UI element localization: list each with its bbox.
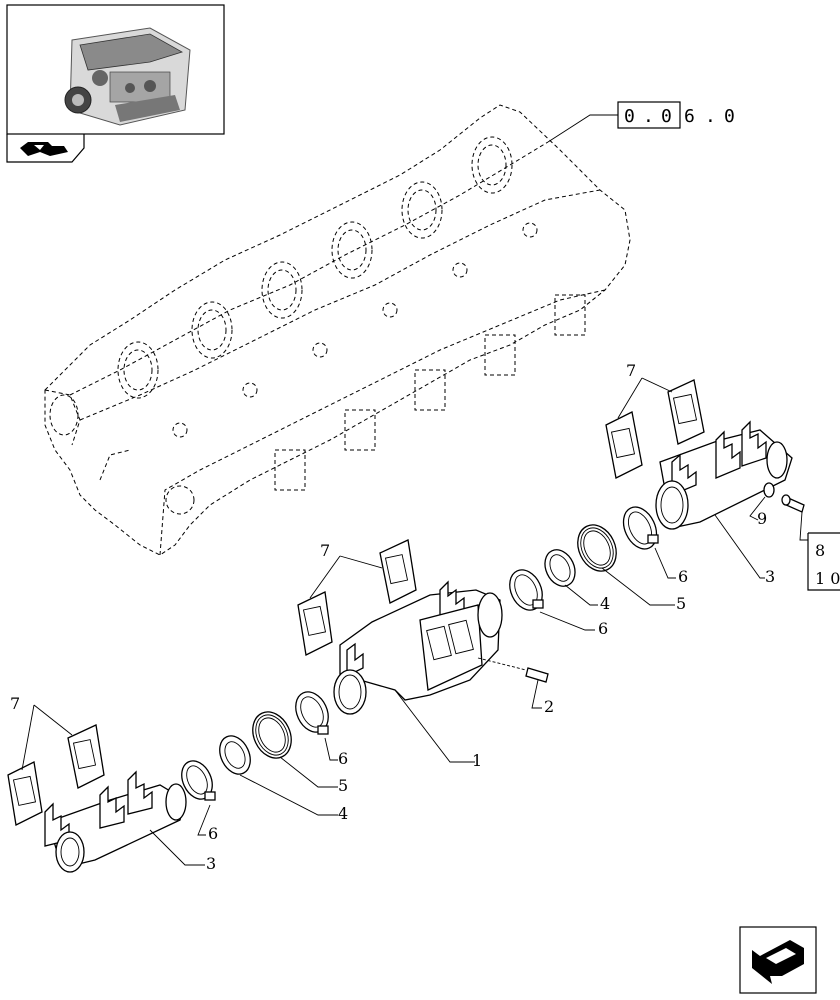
gasket-middle-right: [379, 539, 417, 604]
ref-digit-1: 0: [624, 106, 635, 127]
callout-9: 9: [757, 509, 767, 528]
clamp-upper-right: [622, 506, 659, 550]
next-page-arrow-icon[interactable]: [739, 926, 817, 994]
bellows-upper: [577, 524, 617, 572]
callout-7-upper: 7: [626, 361, 636, 380]
gasket-lower-right: [67, 724, 105, 789]
gasket-upper-right: [667, 379, 705, 445]
side-ref-bottom: 1 0: [815, 569, 840, 588]
ref-digit-6: 0: [724, 106, 735, 127]
callout-7-middle: 7: [320, 541, 330, 560]
callout-4-lower: 4: [338, 804, 348, 823]
callout-1: 1: [472, 751, 482, 770]
callout-5-lower: 5: [338, 776, 348, 795]
clamp-lower-left: [181, 760, 216, 801]
callout-6-lower-middle: 6: [338, 749, 348, 768]
callout-3-lower: 3: [206, 854, 216, 873]
clamp-lower-middle: [295, 691, 329, 735]
exhaust-manifold-center: [333, 580, 503, 715]
sleeve-lower: [219, 735, 251, 775]
gasket-upper-left: [605, 411, 643, 479]
engine-image: [64, 27, 191, 126]
reference-code: 0 . 0 6 . 0: [547, 101, 735, 143]
callout-6-upper-right: 6: [678, 567, 688, 586]
callout-6-lower-left: 6: [208, 824, 218, 843]
gasket-lower-left: [7, 761, 43, 826]
side-ref-top: 8: [815, 541, 825, 560]
screw-8-10: [781, 494, 805, 513]
exhaust-pipe-upper: [655, 420, 793, 530]
ref-digit-5: .: [705, 106, 716, 127]
callout-6-middle: 6: [598, 619, 608, 638]
cylinder-head-outline: [44, 104, 631, 556]
callout-5-upper: 5: [676, 594, 686, 613]
callout-4-upper: 4: [600, 594, 610, 613]
sleeve-upper: [544, 549, 576, 587]
ref-digit-2: .: [643, 106, 654, 127]
clamp-middle: [509, 569, 544, 611]
ref-digit-4: 6: [684, 106, 695, 127]
stud-2: [477, 657, 549, 683]
ref-digit-3: 0: [661, 106, 672, 127]
engine-thumbnail: [6, 4, 225, 163]
return-arrow-icon[interactable]: [20, 142, 68, 156]
callout-3-upper: 3: [765, 567, 775, 586]
gasket-middle-left: [297, 591, 333, 656]
exhaust-pipe-lower: [44, 770, 187, 873]
callout-7-lower: 7: [10, 694, 20, 713]
washer-9: [763, 482, 775, 498]
bellows-lower: [252, 711, 292, 759]
callout-2: 2: [544, 697, 554, 716]
